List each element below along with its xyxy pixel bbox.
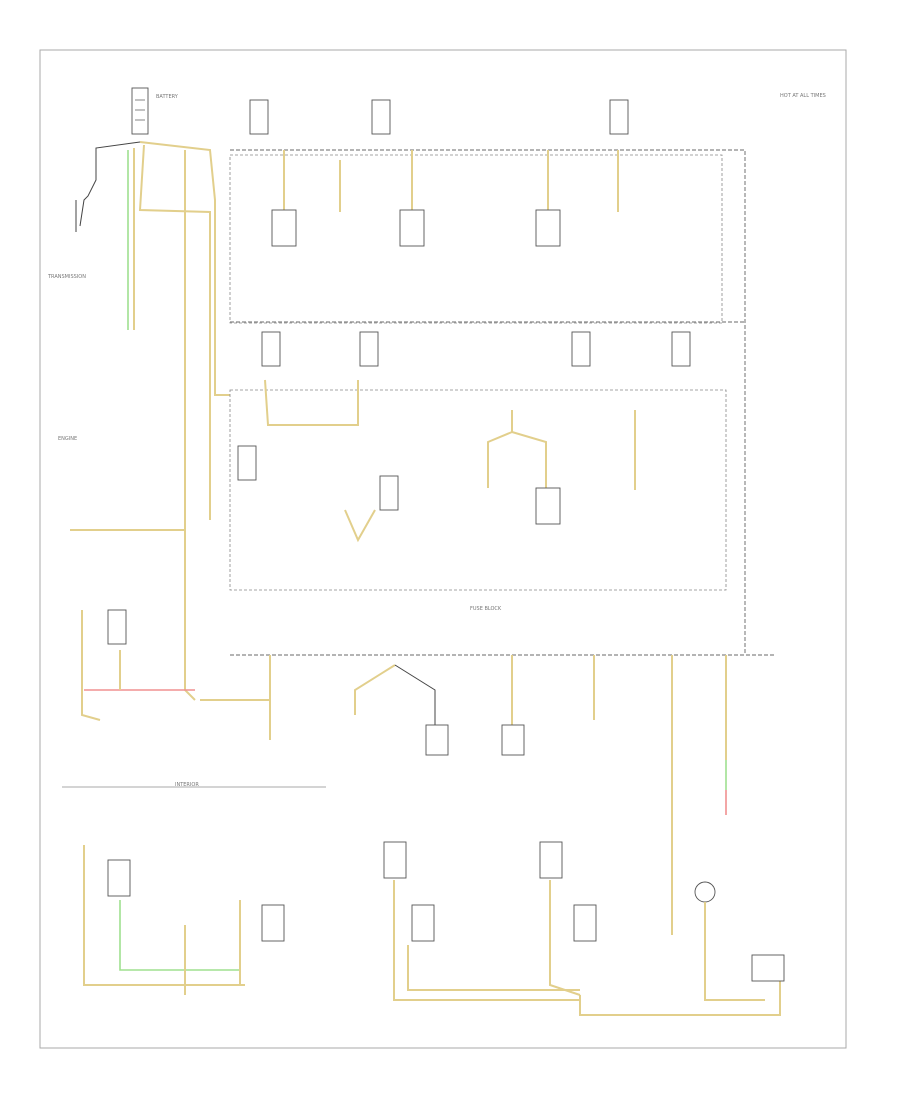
relay-row-top (249, 99, 629, 135)
feed-wire-2 (138, 144, 211, 520)
engine-fuse-box (229, 154, 723, 324)
fuse-block-label: FUSE BLOCK (470, 606, 502, 612)
interior-label: INTERIOR (175, 782, 199, 788)
interior-circuits (83, 841, 785, 1016)
middle-fuse-box (229, 389, 727, 591)
feed-wire-1 (139, 141, 230, 396)
middle-circuits (264, 379, 636, 543)
lower-circuits (200, 655, 727, 935)
engine-label: ENGINE (58, 436, 77, 442)
transmission-label: TRANSMISSION (47, 274, 86, 280)
ground-wire (79, 141, 141, 227)
battery-label: BATTERY (156, 94, 179, 100)
main-feed-wire (184, 150, 196, 701)
battery: BATTERY (131, 87, 179, 135)
engine-harness: ENGINE (58, 436, 195, 721)
diagram-frame (39, 49, 847, 1049)
hot-label: HOT AT ALL TIMES (780, 93, 826, 99)
middle-relays (237, 331, 691, 511)
top-row-circuits (271, 150, 619, 247)
top-bus (230, 149, 746, 655)
